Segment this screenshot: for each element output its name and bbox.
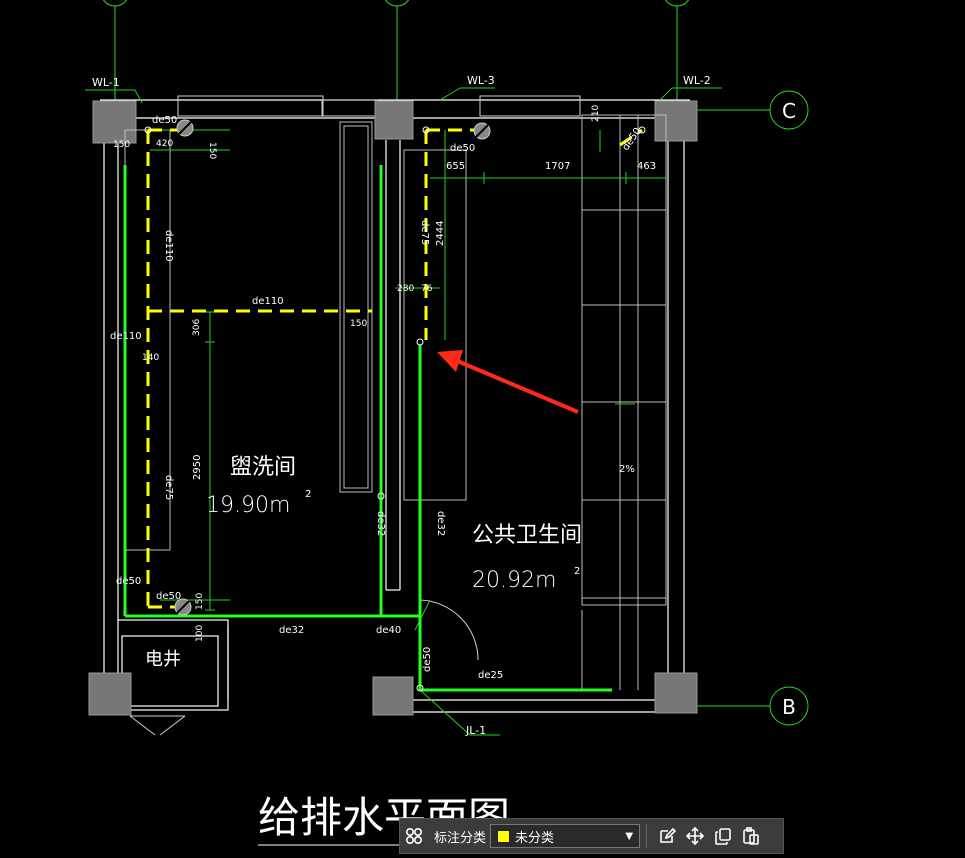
structural-columns: [88, 100, 698, 716]
dimension-value: 463: [637, 161, 656, 172]
pipe-label: de50: [116, 576, 141, 587]
dimension-value: 306: [192, 319, 202, 336]
pipe-label: de110: [163, 230, 174, 262]
pointer-arrow: [437, 350, 579, 414]
dimension-value: 1707: [545, 161, 570, 172]
walls: [100, 95, 690, 736]
dimension-value: 100: [195, 625, 205, 642]
move-icon[interactable]: [681, 822, 709, 850]
slope-label: 2%: [619, 464, 635, 475]
dimension-value: 2444: [435, 221, 446, 246]
room-name-washroom: 盥洗间: [230, 455, 296, 480]
category-color-swatch: [497, 829, 511, 843]
pipe-label: de32: [435, 511, 446, 536]
grid-icon[interactable]: [400, 822, 428, 850]
stack-label-wl3: WL-3: [467, 74, 495, 87]
dimension-value: 2950: [192, 455, 203, 480]
pipe-label: de50: [152, 115, 177, 126]
toolbar-divider: [646, 824, 648, 848]
drain-pipes: [146, 128, 643, 609]
supply-pipes: [123, 165, 612, 692]
room-area-sup: 2: [305, 489, 311, 500]
stack-label-wl2: WL-2: [683, 74, 711, 87]
washroom-fixtures: [124, 114, 667, 690]
dimension-value: 140: [142, 353, 159, 363]
axis-label-c: C: [782, 99, 796, 123]
pipe-label: de110: [252, 296, 284, 307]
pipe-label: de50: [156, 591, 181, 602]
floor-drains: [144, 119, 646, 692]
dimension-value: 280: [397, 284, 414, 294]
dimension-value: 150: [207, 142, 217, 159]
annotation-category-value: 未分类: [515, 830, 555, 846]
copy-icon[interactable]: [709, 822, 737, 850]
dimension-value: 655: [446, 161, 465, 172]
dimension-value: 76: [421, 284, 433, 294]
annotation-category-select[interactable]: 未分类 ▼: [490, 824, 641, 848]
pipe-label: de32: [279, 625, 304, 636]
stack-label-jl1: JL-1: [465, 724, 486, 737]
axis-label-b: B: [782, 695, 796, 719]
room-name-shaft: 电井: [145, 649, 181, 670]
chevron-down-icon: ▼: [625, 830, 634, 842]
room-area-toilet: 20.92m: [472, 568, 556, 593]
stack-label-wl1: WL-1: [92, 76, 120, 89]
annotation-toolbar: 标注分类 未分类 ▼: [399, 818, 784, 854]
room-name-toilet: 公共卫生间: [472, 523, 582, 548]
annotation-category-label: 标注分类: [434, 830, 487, 846]
pipe-label: de50: [422, 647, 433, 672]
dimension-value: 150: [113, 140, 130, 150]
pipe-label: de50: [450, 143, 475, 154]
pipe-label: de32: [375, 511, 386, 536]
pipe-label: de40: [376, 625, 401, 636]
top-axis-markers: [102, 0, 690, 100]
pipe-label: de50: [620, 126, 643, 153]
dimension-value: 420: [156, 139, 173, 149]
pipe-label: de75: [163, 475, 174, 500]
edit-icon[interactable]: [653, 822, 681, 850]
axis-marker-c: C: [697, 90, 809, 130]
pipe-label: de110: [110, 331, 142, 342]
pipe-label: de25: [478, 670, 503, 681]
room-area-washroom: 19.90m: [206, 493, 290, 518]
axis-marker-b: B: [697, 686, 809, 726]
pipe-label: de75: [419, 220, 430, 245]
dimension-value: 210: [591, 105, 601, 122]
room-area-sup: 2: [574, 566, 580, 577]
dimension-value: 150: [195, 593, 205, 610]
dimension-value: 150: [350, 319, 367, 329]
paste-icon[interactable]: [737, 822, 765, 850]
